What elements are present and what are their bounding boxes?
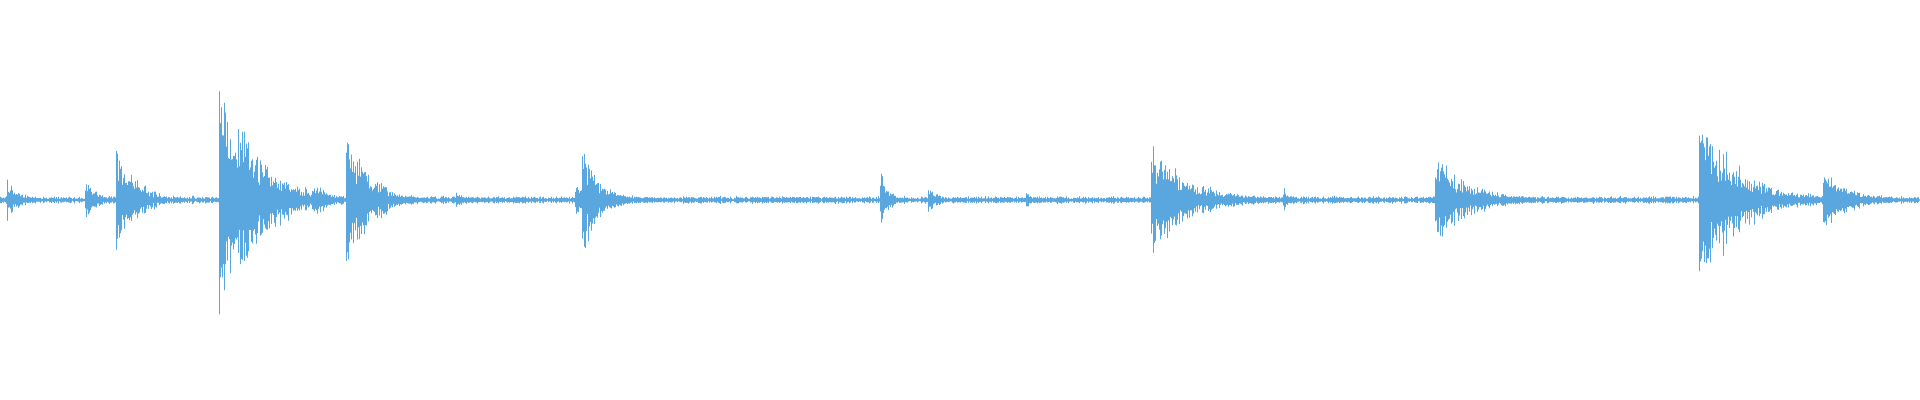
waveform-trace (0, 91, 1920, 315)
